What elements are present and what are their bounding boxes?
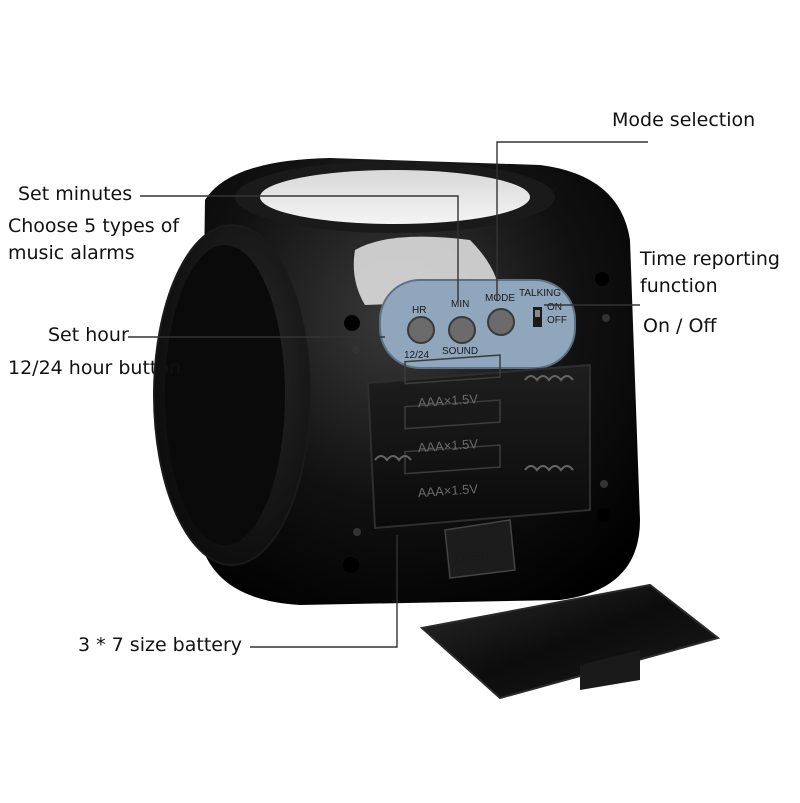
min-button (448, 316, 476, 344)
button-panel (379, 279, 576, 369)
callout-time-reporting-2: function (640, 275, 718, 297)
battery-latch (444, 519, 516, 579)
callout-battery: 3 * 7 size battery (78, 634, 243, 656)
panel-mode-label: MODE (485, 293, 515, 304)
callout-set-minutes: Set minutes (18, 183, 133, 205)
callout-music-alarms-2: music alarms (8, 242, 135, 264)
battery-labels: AAA×1.5V AAA×1.5V AAA×1.5V (417, 391, 479, 500)
battery-label: AAA×1.5V (417, 436, 479, 455)
panel-hr-label: HR (412, 305, 426, 316)
hr-button (407, 316, 435, 344)
panel-min-label: MIN (451, 299, 469, 310)
leader-lines (128, 141, 648, 648)
callout-mode-selection: Mode selection (612, 109, 756, 131)
battery-cover (419, 583, 721, 700)
panel-min-sub-label: SOUND (442, 346, 478, 357)
panel-on-label: ON (547, 302, 562, 313)
battery-label: AAA×1.5V (417, 481, 479, 500)
callout-time-reporting-1: Time reporting (640, 248, 780, 270)
panel-hr-sub-label: 12/24 (404, 350, 429, 361)
latch-open-label: OPEN (455, 548, 490, 565)
panel-off-label: OFF (547, 315, 567, 326)
callout-on-off: On / Off (643, 315, 717, 337)
callout-set-hour: Set hour (48, 324, 129, 346)
battery-label: AAA×1.5V (417, 391, 479, 410)
mode-button (487, 308, 515, 336)
callout-music-alarms-1: Choose 5 types of (8, 215, 180, 237)
callout-12-24-hour: 12/24 hour button (8, 357, 182, 379)
panel-talking-label: TALKING (519, 288, 561, 299)
